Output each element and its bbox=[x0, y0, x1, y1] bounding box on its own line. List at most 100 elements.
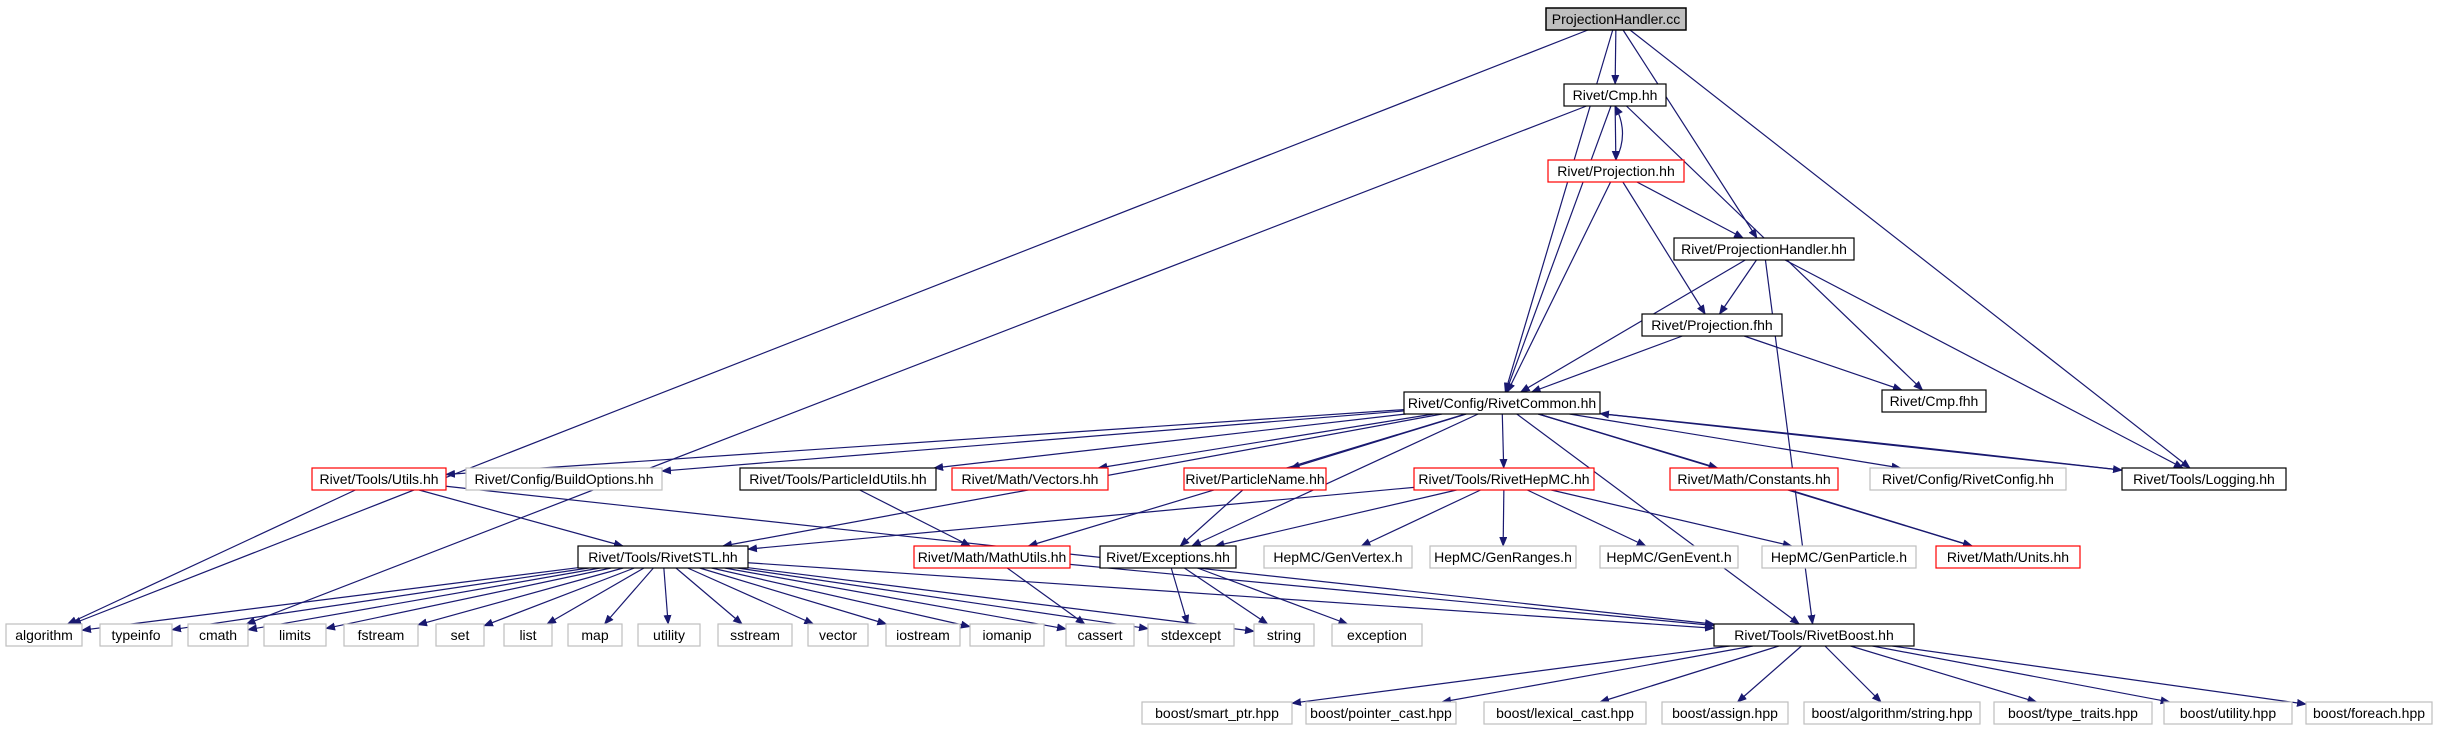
node-logging[interactable]: Rivet/Tools/Logging.hh bbox=[2121, 467, 2287, 491]
edge-projhandler_hh-to-projection_fhh bbox=[1718, 259, 1757, 315]
node-label: Rivet/Tools/Utils.hh bbox=[319, 471, 438, 487]
node-label: cmath bbox=[199, 627, 237, 643]
node-layer: ProjectionHandler.ccRivet/Cmp.hhRivet/Pr… bbox=[5, 7, 2433, 725]
node-box bbox=[1263, 545, 1413, 569]
node-projection_fhh[interactable]: Rivet/Projection.fhh bbox=[1641, 313, 1783, 337]
node-box bbox=[567, 623, 623, 647]
node-box bbox=[1331, 623, 1423, 647]
node-box bbox=[1183, 467, 1327, 491]
edge-rivetcommon-to-particleidutils bbox=[933, 413, 1406, 471]
edge-particlename-to-exceptions bbox=[1179, 489, 1244, 547]
node-rivetstl[interactable]: Rivet/Tools/RivetSTL.hh bbox=[577, 545, 749, 569]
node-label: boost/smart_ptr.hpp bbox=[1155, 705, 1279, 721]
edge-exceptions-to-stdexcept bbox=[1170, 567, 1190, 625]
edge-root-to-cmp_hh bbox=[1611, 29, 1620, 85]
node-label: stdexcept bbox=[1161, 627, 1221, 643]
node-label: Rivet/Tools/RivetHepMC.hh bbox=[1418, 471, 1589, 487]
node-label: Rivet/ParticleName.hh bbox=[1185, 471, 1324, 487]
edge-rivethepmc-to-genvertex bbox=[1360, 489, 1481, 547]
node-label: Rivet/Tools/Logging.hh bbox=[2133, 471, 2275, 487]
node-box bbox=[1673, 237, 1855, 261]
edge-rivetstl-to-set bbox=[483, 567, 635, 627]
node-box bbox=[1935, 545, 2081, 569]
node-set: set bbox=[435, 623, 485, 647]
edge-constants-to-units bbox=[1789, 489, 1974, 548]
node-particleidutils[interactable]: Rivet/Tools/ParticleIdUtils.hh bbox=[739, 467, 937, 491]
node-box bbox=[1147, 623, 1235, 647]
edge-rivethepmc-to-exceptions bbox=[1214, 489, 1457, 548]
node-label: HepMC/GenEvent.h bbox=[1606, 549, 1731, 565]
node-box bbox=[2305, 701, 2433, 725]
node-list: list bbox=[503, 623, 553, 647]
node-projhandler_hh[interactable]: Rivet/ProjectionHandler.hh bbox=[1673, 237, 1855, 261]
node-label: HepMC/GenRanges.h bbox=[1434, 549, 1572, 565]
edge-rivetstl-to-iomanip bbox=[711, 567, 971, 629]
node-label: boost/foreach.hpp bbox=[2313, 705, 2425, 721]
edge-layer bbox=[66, 29, 2307, 707]
node-string: string bbox=[1253, 623, 1315, 647]
node-box bbox=[885, 623, 961, 647]
edge-rivetcommon-to-buildoptions bbox=[661, 410, 1405, 475]
node-projection_hh[interactable]: Rivet/Projection.hh bbox=[1547, 159, 1685, 183]
edge-rivetboost-to-boost_utility bbox=[1872, 645, 2171, 705]
node-label: map bbox=[581, 627, 608, 643]
node-buildoptions: Rivet/Config/BuildOptions.hh bbox=[465, 467, 663, 491]
edge-projection_fhh-to-cmp_fhh bbox=[1743, 335, 1903, 391]
edge-rivetstl-to-limits bbox=[325, 567, 612, 631]
edge-rivetstl-to-string bbox=[747, 567, 1255, 635]
node-rivetcommon[interactable]: Rivet/Config/RivetCommon.hh bbox=[1403, 391, 1601, 415]
node-exception: exception bbox=[1331, 623, 1423, 647]
node-label: boost/pointer_cast.hpp bbox=[1310, 705, 1452, 721]
node-label: fstream bbox=[358, 627, 405, 643]
edge-rivethepmc-to-genevent bbox=[1527, 489, 1647, 547]
node-box bbox=[1761, 545, 1917, 569]
edge-cmp_hh-to-cmath bbox=[245, 105, 1587, 625]
node-typeinfo: typeinfo bbox=[99, 623, 173, 647]
node-mathutils[interactable]: Rivet/Math/MathUtils.hh bbox=[913, 545, 1071, 569]
edge-rivetboost-to-smart_ptr bbox=[1291, 645, 1730, 707]
node-exceptions[interactable]: Rivet/Exceptions.hh bbox=[1099, 545, 1237, 569]
edge-mathutils-to-rivetboost bbox=[1069, 563, 1715, 629]
edge-cmp_hh-to-rivetcommon bbox=[1505, 105, 1612, 393]
node-genranges: HepMC/GenRanges.h bbox=[1429, 545, 1577, 569]
node-label: list bbox=[519, 627, 536, 643]
node-particlename[interactable]: Rivet/ParticleName.hh bbox=[1183, 467, 1327, 491]
edge-rivetstl-to-utility bbox=[663, 567, 672, 625]
node-cmp_hh[interactable]: Rivet/Cmp.hh bbox=[1563, 83, 1667, 107]
node-box bbox=[1993, 701, 2153, 725]
node-box bbox=[1641, 313, 1783, 337]
node-box bbox=[2121, 467, 2287, 491]
node-label: utility bbox=[653, 627, 685, 643]
node-label: vector bbox=[819, 627, 857, 643]
edge-rivetstl-to-stdexcept bbox=[737, 567, 1149, 632]
node-stdexcept: stdexcept bbox=[1147, 623, 1235, 647]
node-label: cassert bbox=[1077, 627, 1122, 643]
node-constants[interactable]: Rivet/Math/Constants.hh bbox=[1669, 467, 1839, 491]
node-label: Rivet/Math/Constants.hh bbox=[1677, 471, 1830, 487]
node-cmp_fhh[interactable]: Rivet/Cmp.fhh bbox=[1881, 389, 1987, 413]
node-map: map bbox=[567, 623, 623, 647]
node-label: Rivet/Projection.hh bbox=[1557, 163, 1675, 179]
edge-rivetstl-to-typeinfo bbox=[171, 567, 589, 633]
node-rivethepmc[interactable]: Rivet/Tools/RivetHepMC.hh bbox=[1413, 467, 1595, 491]
edge-utils-to-rivetboost bbox=[445, 485, 1715, 628]
edge-rivethepmc-to-genparticle bbox=[1551, 489, 1793, 548]
edge-rivetcommon-to-utils bbox=[445, 409, 1405, 478]
edge-rivetstl-to-map bbox=[603, 567, 654, 625]
node-box bbox=[739, 467, 937, 491]
node-root[interactable]: ProjectionHandler.cc bbox=[1545, 7, 1687, 31]
node-utility: utility bbox=[637, 623, 701, 647]
node-boost_utility: boost/utility.hpp bbox=[2163, 701, 2293, 725]
node-label: string bbox=[1267, 627, 1301, 643]
edge-logging-to-rivetcommon bbox=[1599, 410, 2123, 471]
node-box bbox=[1713, 623, 1915, 647]
edge-rivetboost-to-type_traits bbox=[1850, 645, 2038, 704]
edge-projection_fhh-to-rivetcommon bbox=[1530, 335, 1683, 393]
node-units[interactable]: Rivet/Math/Units.hh bbox=[1935, 545, 2081, 569]
node-iostream: iostream bbox=[885, 623, 961, 647]
node-box bbox=[969, 623, 1045, 647]
node-vectors[interactable]: Rivet/Math/Vectors.hh bbox=[951, 467, 1109, 491]
node-utils[interactable]: Rivet/Tools/Utils.hh bbox=[311, 467, 447, 491]
node-rivetboost[interactable]: Rivet/Tools/RivetBoost.hh bbox=[1713, 623, 1915, 647]
node-box bbox=[1429, 545, 1577, 569]
